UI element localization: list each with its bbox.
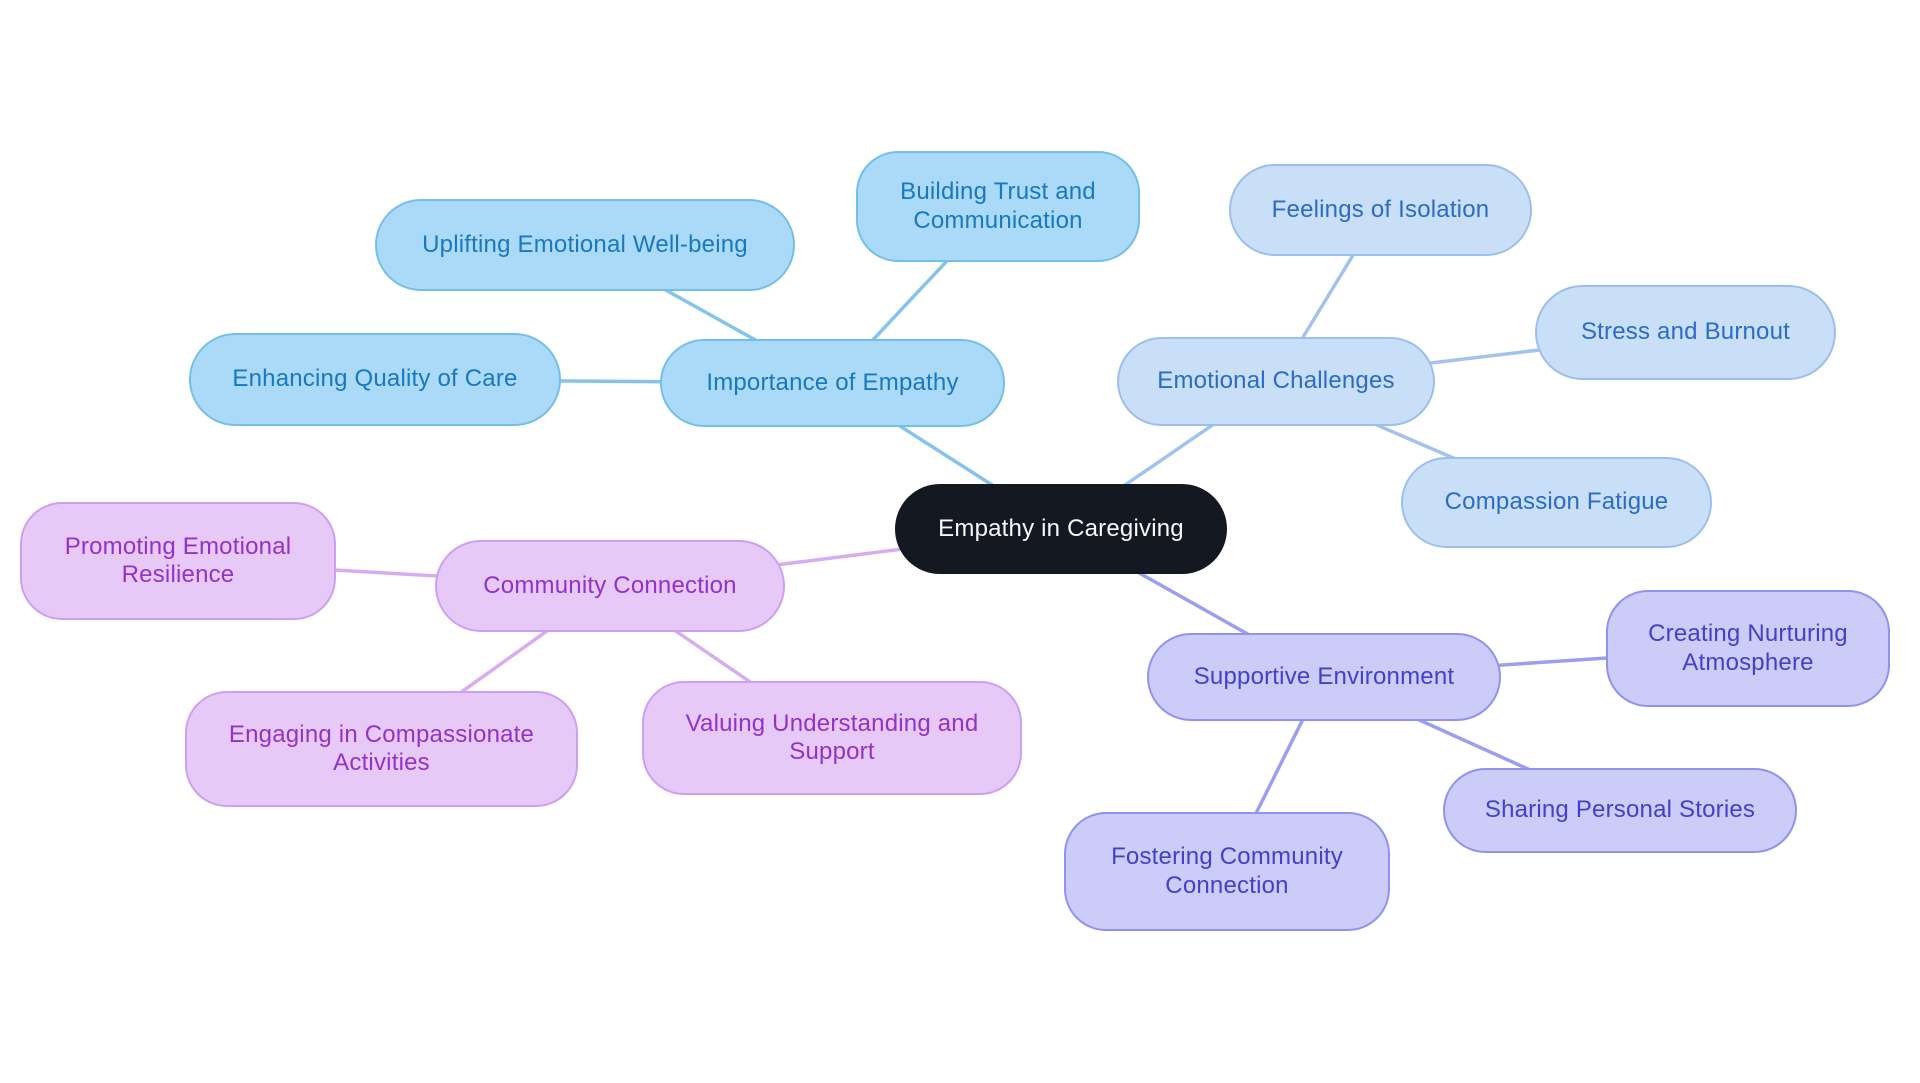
node-central-central[interactable]: Empathy in Caregiving [895, 484, 1227, 574]
node-label: Building Trust and Communication [900, 178, 1096, 234]
node-label: Engaging in Compassionate Activities [228, 720, 535, 776]
node-label: Valuing Understanding and Support [685, 709, 979, 765]
node-label: Fostering Community Connection [1111, 843, 1343, 899]
node-label: Empathy in Caregiving [938, 514, 1184, 542]
node-label: Uplifting Emotional Well-being [422, 230, 748, 258]
node-engaging-in-compassionate-activities[interactable]: Engaging in Compassionate Activities [185, 691, 578, 807]
node-label: Promoting Emotional Resilience [64, 532, 292, 588]
node-label: Supportive Environment [1193, 662, 1455, 690]
node-supportive-environment[interactable]: Supportive Environment [1147, 633, 1501, 721]
node-fostering-community-connection[interactable]: Fostering Community Connection [1064, 812, 1390, 931]
node-sharing-personal-stories[interactable]: Sharing Personal Stories [1443, 768, 1797, 853]
node-importance-of-empathy[interactable]: Importance of Empathy [660, 339, 1005, 427]
node-label: Enhancing Quality of Care [232, 365, 518, 393]
node-promoting-emotional-resilience[interactable]: Promoting Emotional Resilience [20, 502, 336, 620]
node-label: Community Connection [483, 571, 737, 599]
node-creating-nurturing-atmosphere[interactable]: Creating Nurturing Atmosphere [1606, 590, 1890, 707]
node-label: Importance of Empathy [706, 368, 959, 396]
node-building-trust-and-communication[interactable]: Building Trust and Communication [856, 151, 1140, 262]
node-label: Stress and Burnout [1580, 318, 1791, 346]
node-enhancing-quality-of-care[interactable]: Enhancing Quality of Care [189, 333, 561, 426]
node-label: Emotional Challenges [1157, 367, 1395, 395]
node-feelings-of-isolation[interactable]: Feelings of Isolation [1229, 164, 1532, 256]
node-uplifting-emotional-well-being[interactable]: Uplifting Emotional Well-being [375, 199, 795, 291]
node-label: Feelings of Isolation [1271, 195, 1490, 223]
node-emotional-challenges[interactable]: Emotional Challenges [1117, 337, 1435, 426]
node-stress-and-burnout[interactable]: Stress and Burnout [1535, 285, 1836, 380]
node-compassion-fatigue[interactable]: Compassion Fatigue [1401, 457, 1712, 548]
node-label: Sharing Personal Stories [1484, 796, 1756, 824]
node-valuing-understanding-and-support[interactable]: Valuing Understanding and Support [642, 681, 1022, 795]
node-community-connection[interactable]: Community Connection [435, 540, 785, 632]
node-label: Compassion Fatigue [1444, 488, 1669, 516]
node-label: Creating Nurturing Atmosphere [1648, 620, 1848, 676]
